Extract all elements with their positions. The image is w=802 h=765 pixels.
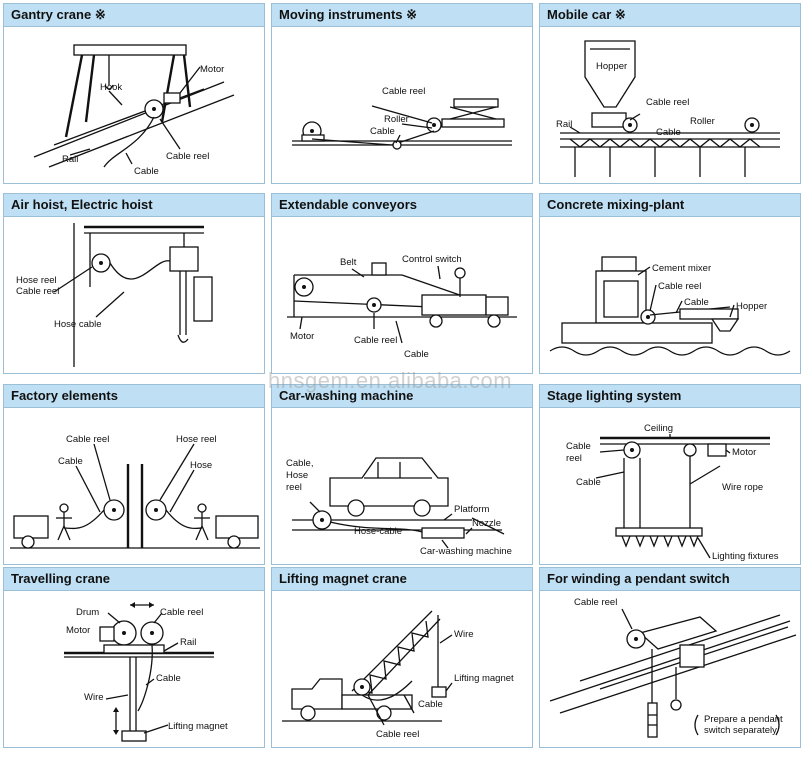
label-reel: reel <box>286 482 302 493</box>
mobile-car-illustration: Hopper Cable reel Rail Roller Cable <box>556 40 780 177</box>
panel-factory-elements: Factory elements <box>3 384 265 565</box>
label-drum: Drum <box>76 607 99 618</box>
panel-lifting-magnet-crane: Lifting magnet crane Wire Lifting magnet… <box>271 567 533 748</box>
label-cable-reel: Cable reel <box>658 281 701 292</box>
label-motor: Motor <box>200 64 224 75</box>
label-cable-reel: Cable reel <box>16 286 59 297</box>
label-rail: Rail <box>556 119 572 130</box>
label-rail: Rail <box>180 637 196 648</box>
stage-lighting-system-illustration: Ceiling Cable reel Motor Cable Wire rope… <box>566 423 779 562</box>
label-cable: Cable, <box>286 458 313 469</box>
panel-pendant-switch: For winding a pendant switch Cable reel … <box>539 567 801 748</box>
panel-concrete-mixing-plant: Concrete mixing-plant Cement mixer Cable… <box>539 193 801 374</box>
label-hook: Hook <box>100 82 122 93</box>
label-lighting-fixtures: Lighting fixtures <box>712 551 779 562</box>
extendable-conveyors-illustration: Belt Control switch Motor Cable reel Cab… <box>287 254 517 360</box>
panel-title: Stage lighting system <box>540 385 800 408</box>
label-wire: Wire <box>454 629 474 640</box>
moving-instruments-illustration: Cable reel Roller Cable <box>292 86 512 150</box>
air-hoist-illustration: Hose reel Cable reel Hose cable <box>16 223 213 367</box>
label-platform: Platform <box>454 504 489 515</box>
label-hose: Hose <box>286 470 308 481</box>
label-cable: Cable <box>58 456 83 467</box>
lifting-magnet-crane-illustration: Wire Lifting magnet Cable Cable reel <box>282 610 514 740</box>
label-cable: Cable <box>684 297 709 308</box>
panel-title: Air hoist, Electric hoist <box>4 194 264 217</box>
label-roller: Roller <box>384 114 409 125</box>
label-cable-reel: Cable reel <box>354 335 397 346</box>
label-nozzle: Nozzle <box>472 518 501 529</box>
gantry-crane-illustration: Motor Hook Rail Cable Cable reel <box>33 44 235 177</box>
label-cable-reel: Cable reel <box>66 434 109 445</box>
label-cable-reel: Cable reel <box>382 86 425 97</box>
label-hose-cable: Hose-cable <box>354 526 402 537</box>
label-hopper: Hopper <box>736 301 767 312</box>
label-hose: Hose <box>190 460 212 471</box>
label-cable: Cable <box>134 166 159 177</box>
label-cable: Cable <box>156 673 181 684</box>
label-motor: Motor <box>66 625 90 636</box>
panel-title: Mobile car ※ <box>540 4 800 27</box>
label-lifting-magnet: Lifting magnet <box>168 721 228 732</box>
label-wire: Wire <box>84 692 104 703</box>
label-cable: Cable <box>404 349 429 360</box>
panel-title: Extendable conveyors <box>272 194 532 217</box>
label-ceiling: Ceiling <box>644 423 673 434</box>
label-cable: Cable <box>576 477 601 488</box>
label-car-washing-machine: Car-washing machine <box>420 546 512 557</box>
panel-gantry-crane: Gantry crane ※ Motor Hook Rail Cable Ca <box>3 3 265 184</box>
panel-title: Factory elements <box>4 385 264 408</box>
label-lifting-magnet: Lifting magnet <box>454 673 514 684</box>
panel-stage-lighting-system: Stage lighting system Ceiling Cable reel… <box>539 384 801 565</box>
label-reel: reel <box>566 453 582 464</box>
panel-air-hoist: Air hoist, Electric hoist Hose reel Cabl… <box>3 193 265 374</box>
label-cable-reel: Cable reel <box>166 151 209 162</box>
panel-title: Lifting magnet crane <box>272 568 532 591</box>
label-rail: Rail <box>62 154 78 165</box>
label-hopper: Hopper <box>596 61 627 72</box>
label-control-switch: Control switch <box>402 254 462 265</box>
panel-title: Moving instruments ※ <box>272 4 532 27</box>
panel-extendable-conveyors: Extendable conveyors Belt Control switch… <box>271 193 533 374</box>
label-prepare-pendant: Prepare a pendant <box>704 714 783 725</box>
panel-title: Travelling crane <box>4 568 264 591</box>
concrete-mixing-plant-illustration: Cement mixer Cable reel Cable Hopper <box>549 256 791 356</box>
panel-title: For winding a pendant switch <box>540 568 800 591</box>
label-cable-reel: Cable reel <box>574 597 617 608</box>
label-cable: Cable <box>566 441 591 452</box>
label-motor: Motor <box>290 331 314 342</box>
label-cable-reel: Cable reel <box>160 607 203 618</box>
panel-moving-instruments: Moving instruments ※ Cable reel Roller C… <box>271 3 533 184</box>
panel-title: Gantry crane ※ <box>4 4 264 27</box>
label-hose-cable: Hose cable <box>54 319 102 330</box>
factory-elements-illustration: Cable reel Hose reel Cable Hose <box>10 434 260 549</box>
car-washing-machine-illustration: Cable, Hose reel Platform Hose-cable Noz… <box>286 457 512 557</box>
panel-title: Concrete mixing-plant <box>540 194 800 217</box>
label-wire-rope: Wire rope <box>722 482 763 493</box>
label-hose-reel: Hose reel <box>176 434 217 445</box>
panel-car-washing-machine: Car-washing machine Cable, Hose reel Pla… <box>271 384 533 565</box>
label-cement-mixer: Cement mixer <box>652 263 711 274</box>
label-cable-reel: Cable reel <box>376 729 419 740</box>
label-belt: Belt <box>340 257 357 268</box>
panel-title: Car-washing machine <box>272 385 532 408</box>
label-hose-reel: Hose reel <box>16 275 57 286</box>
label-roller: Roller <box>690 116 715 127</box>
label-cable: Cable <box>656 127 681 138</box>
pendant-switch-illustration: Cable reel Prepare a pendant switch sepa… <box>549 597 797 738</box>
label-cable: Cable <box>418 699 443 710</box>
panel-travelling-crane: Travelling crane Drum Cable reel Moto <box>3 567 265 748</box>
travelling-crane-illustration: Drum Cable reel Motor Rail Cable Wire Li… <box>64 602 228 742</box>
label-cable: Cable <box>370 126 395 137</box>
panel-mobile-car: Mobile car ※ Hopper Cable reel Rail Roll… <box>539 3 801 184</box>
label-cable-reel: Cable reel <box>646 97 689 108</box>
label-switch-separately: switch separately. <box>704 725 779 736</box>
label-motor: Motor <box>732 447 756 458</box>
